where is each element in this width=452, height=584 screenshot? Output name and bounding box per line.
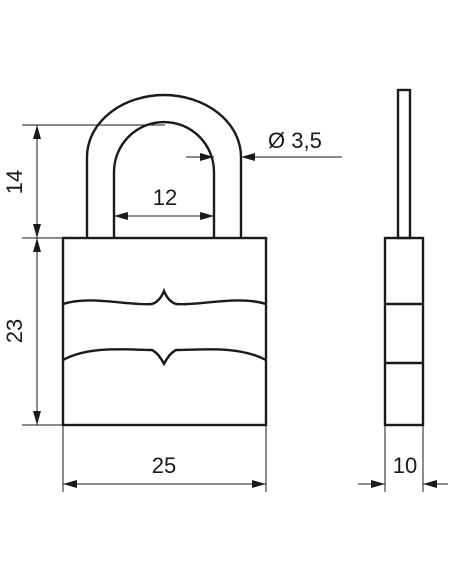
body-decoration-lower: [62, 348, 267, 367]
label-body-thickness: 10: [393, 453, 417, 478]
padlock-front-view: [61, 93, 268, 427]
label-shackle-inner-width: 12: [153, 185, 177, 210]
dimension-body-thickness: 10: [358, 425, 448, 492]
shackle-inner: [112, 120, 216, 238]
padlock-body: [61, 236, 268, 427]
shackle-outer: [85, 93, 243, 238]
label-body-height: 23: [2, 319, 27, 343]
padlock-side-view: [383, 88, 425, 427]
label-shackle-diameter: Ø 3,5: [268, 128, 322, 153]
side-body: [383, 236, 425, 427]
side-shackle: [396, 88, 412, 240]
label-shackle-height: 14: [2, 170, 27, 194]
dimension-shackle-inner-width: 12: [114, 185, 214, 220]
dimension-shackle-diameter: Ø 3,5: [186, 128, 342, 161]
label-body-width: 25: [152, 453, 176, 478]
body-decoration-upper: [62, 287, 267, 306]
dimension-body-width: 25: [62, 425, 267, 492]
dimension-shackle-height: 14: [2, 124, 165, 239]
dimension-body-height: 23: [2, 238, 63, 426]
